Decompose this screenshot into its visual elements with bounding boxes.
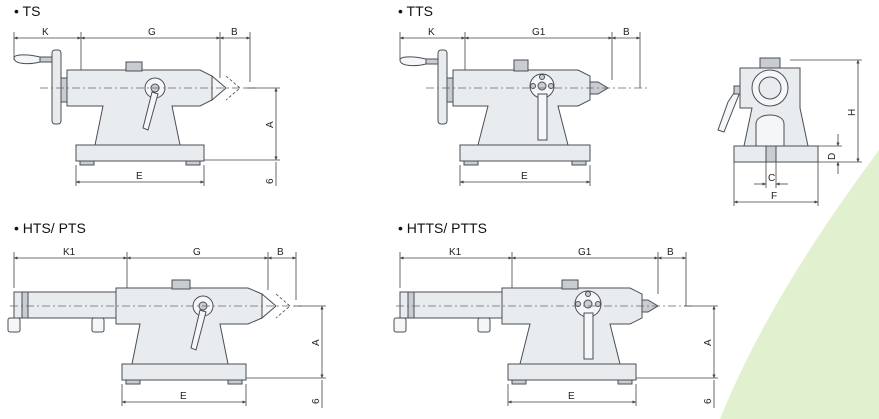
side-dim-d: D [827,153,838,160]
htts-dim-b: B [667,247,674,258]
tts-dim-b: B [623,27,630,38]
ts-title: • TS [14,3,40,19]
htts-dim-a: A [703,339,714,346]
ts-dim-k: K [42,27,49,38]
tts-dim-e: E [521,171,528,182]
ts-dim-e: E [136,171,143,182]
hts-body [115,287,263,365]
ts-dim-6: 6 [265,178,276,184]
htts-dim-6: 6 [703,398,714,404]
hts-dim-g: G [193,247,201,258]
tts-dim-g1: G1 [532,27,546,38]
htts-title: • HTTS/ PTTS [398,220,487,236]
tts-title: • TTS [398,3,433,19]
tts-panel: • TTS K G1 B E [398,3,650,186]
side-view-panel: H D C F [717,57,862,206]
hts-panel: • HTS/ PTS K1 G B A 6 E [7,220,326,408]
ts-body [66,69,213,146]
hts-dim-k1: K1 [63,247,76,258]
hts-title: • HTS/ PTS [14,220,86,236]
ts-dim-b: B [231,27,238,38]
ts-panel: • TS K G B A [13,3,280,186]
htts-dim-g1: G1 [578,247,592,258]
ts-dim-g: G [148,27,156,38]
hts-dim-e: E [180,391,187,402]
htts-dim-k1: K1 [449,247,462,258]
ts-dim-a: A [265,121,276,128]
side-dim-f: F [771,191,777,202]
hts-dim-b: B [277,247,284,258]
side-dim-h: H [847,109,858,116]
htts-dim-e: E [568,391,575,402]
htts-panel: • HTTS/ PTTS K1 G1 B A 6 [393,220,718,408]
green-accent-shape [720,150,879,419]
tts-dim-k: K [428,27,435,38]
htts-body [501,287,643,365]
tts-body [452,69,591,146]
side-dim-c: C [768,173,775,184]
hts-dim-a: A [311,339,322,346]
hts-dim-6: 6 [311,398,322,404]
